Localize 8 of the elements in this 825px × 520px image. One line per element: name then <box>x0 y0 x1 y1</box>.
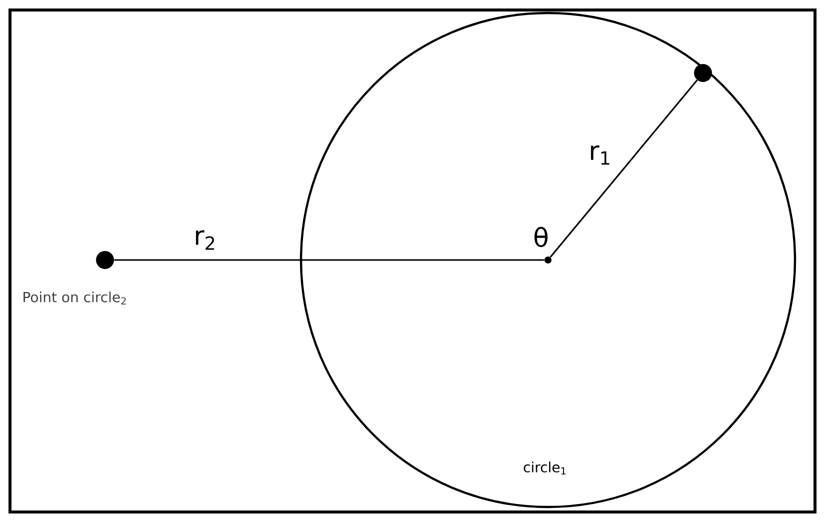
point-caption: Point on circle$_{2}$ <box>24 292 126 304</box>
angle-label: θ <box>534 226 548 248</box>
circle-label: circle$_{1}$ <box>524 462 566 474</box>
edge-label: r$_{1}$ <box>591 145 610 165</box>
edge-label: r$_{2}$ <box>196 230 214 250</box>
radius-line <box>114 259 544 261</box>
center-point <box>544 256 552 264</box>
radius-line <box>550 80 698 258</box>
